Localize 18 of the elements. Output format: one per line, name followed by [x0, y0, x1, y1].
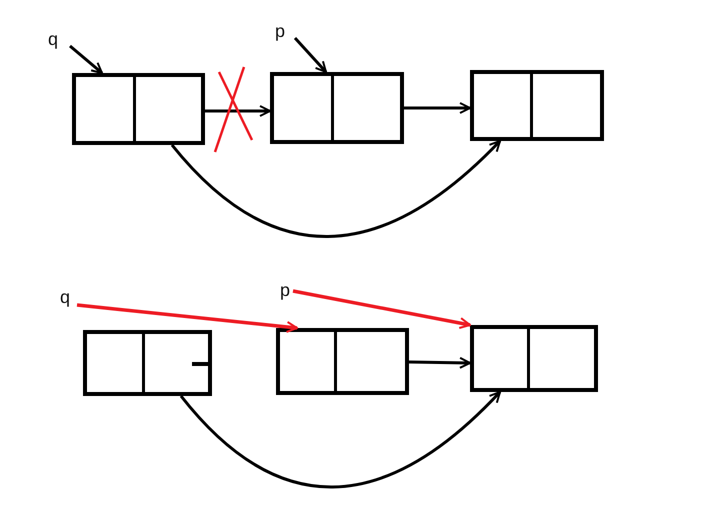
curved-arrow [180, 390, 502, 488]
list-node-box [470, 325, 598, 392]
arrow [294, 36, 328, 74]
curved-arrow [170, 140, 502, 238]
pointer-label: p [280, 281, 290, 299]
arrow [69, 44, 103, 74]
arrow [404, 102, 471, 114]
list-node-box [276, 328, 409, 395]
list-node-box [470, 70, 604, 141]
arrow [408, 356, 471, 369]
list-node-box [83, 330, 212, 396]
pointer-label: p [275, 22, 286, 40]
list-node-box [72, 73, 205, 145]
arrow [205, 105, 271, 117]
pointer-label: q [48, 30, 58, 48]
pointer-label: q [60, 288, 70, 306]
arrow [292, 289, 471, 330]
list-node-box [270, 72, 404, 144]
